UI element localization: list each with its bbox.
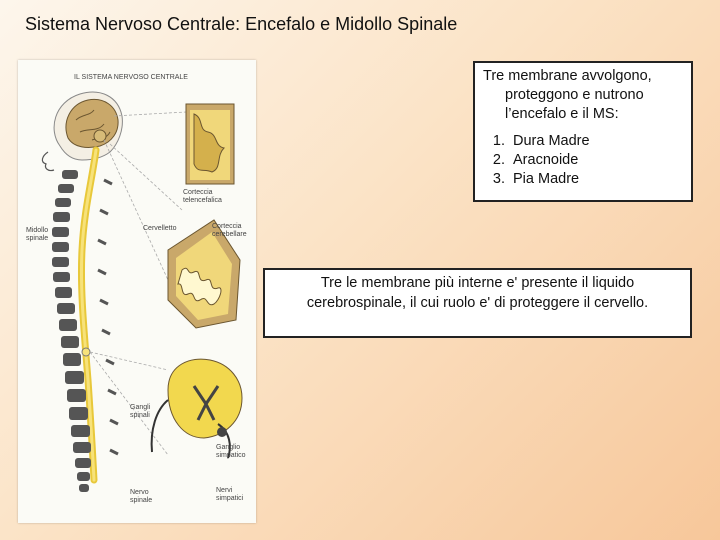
- section-marker: [82, 348, 90, 356]
- label-nervo-1: Nervo: [130, 489, 149, 496]
- label-gangli-1: Gangli: [130, 404, 151, 411]
- label-nervi-1: Nervi: [216, 487, 233, 494]
- face-profile: [42, 152, 54, 171]
- label-corteccia-tel-1: Corteccia: [183, 189, 213, 196]
- label-ganglio-1: Ganglio: [216, 444, 240, 451]
- label-cervelletto: Cervelletto: [143, 225, 177, 232]
- list-item: Pia Madre: [509, 170, 683, 189]
- label-corteccia-cer-1: Corteccia: [212, 223, 242, 230]
- label-gangli-2: spinali: [130, 412, 150, 419]
- csf-text: Tre le membrane più interne e' presente …: [307, 275, 648, 311]
- label-ganglio-2: simpatico: [216, 452, 246, 459]
- meninges-box: Tre membrane avvolgono, proteggono e nut…: [473, 61, 693, 202]
- meninges-list: Dura Madre Aracnoide Pia Madre: [483, 132, 683, 189]
- anatomy-drawing: IL SISTEMA NERVOSO CENTRALE: [18, 60, 256, 523]
- list-item: Dura Madre: [509, 132, 683, 151]
- slide-title: Sistema Nervoso Centrale: Encefalo e Mid…: [25, 14, 457, 35]
- figure-heading: IL SISTEMA NERVOSO CENTRALE: [74, 74, 188, 81]
- meninges-intro: Tre membrane avvolgono, proteggono e nut…: [483, 67, 683, 124]
- label-midollo-2: spinale: [26, 235, 48, 242]
- telencephalic-cortex-detail: [186, 104, 234, 184]
- label-midollo-1: Midollo: [26, 227, 48, 234]
- label-corteccia-cer-2: cerebellare: [212, 231, 247, 238]
- list-item: Aracnoide: [509, 151, 683, 170]
- label-nervo-2: spinale: [130, 497, 152, 504]
- label-nervi-2: simpatici: [216, 495, 244, 502]
- nervous-system-illustration: IL SISTEMA NERVOSO CENTRALE: [18, 60, 256, 523]
- spinous-processes: [98, 180, 118, 454]
- label-corteccia-tel-2: telencefalica: [183, 197, 222, 204]
- csf-box: Tre le membrane più interne e' presente …: [263, 268, 692, 338]
